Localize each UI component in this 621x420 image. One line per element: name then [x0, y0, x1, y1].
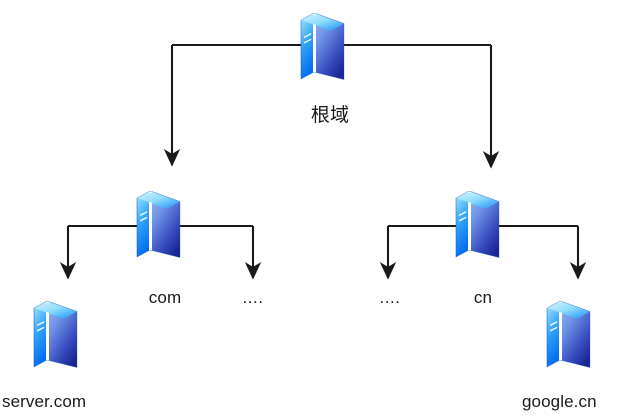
node-icon-google-cn[interactable] [546, 292, 594, 372]
node-label-root: 根域 [310, 105, 350, 126]
node-icon-cn[interactable] [455, 182, 503, 262]
node-label-google-cn: google.cn [522, 392, 597, 411]
node-icon-server-com[interactable] [33, 292, 81, 372]
ellipsis-label-cn-other: .... [379, 288, 401, 307]
node-label-com: com [148, 288, 182, 307]
node-icon-root[interactable] [300, 4, 348, 84]
ellipsis-label-com-other: .... [242, 288, 264, 307]
node-label-cn: cn [473, 288, 493, 307]
node-label-server-com: server.com [2, 392, 87, 411]
node-icon-com[interactable] [136, 182, 184, 262]
